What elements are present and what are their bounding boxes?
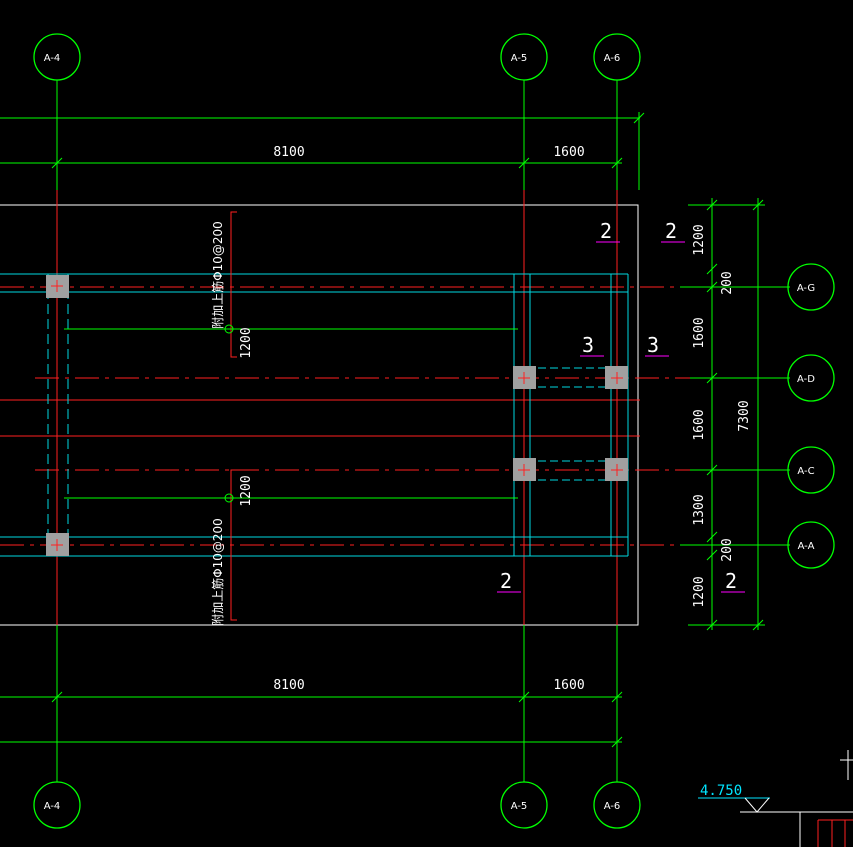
- axis-label-ad: A-D: [797, 374, 815, 385]
- dim-bottom-1600: 1600: [553, 678, 584, 693]
- section-mark: 2: [600, 219, 612, 243]
- horizontal-dimension-texts: 8100 1600 8100 1600: [273, 145, 584, 693]
- axis-lines-vertical: [56, 80, 618, 782]
- axis-label-top-a4: A-4: [44, 53, 61, 64]
- axis-label-bottom-a5: A-5: [511, 801, 528, 812]
- beams: [0, 273, 629, 557]
- axis-bubble: [787, 263, 835, 311]
- axis-label-aa: A-A: [798, 541, 815, 552]
- column: [605, 458, 628, 481]
- rebar-notes: 附加上筋Φ10@200 附加上筋Φ10@200: [210, 221, 225, 626]
- dim-bottom-8100: 8100: [273, 678, 304, 693]
- bottom-dimensions: [0, 691, 623, 748]
- level-value: 4.750: [700, 783, 742, 799]
- axis-bubble: [787, 354, 835, 402]
- axis-bubble: [500, 33, 548, 81]
- rebar-note-bottom: 附加上筋Φ10@200: [210, 518, 225, 626]
- dim-right-1600-a: 1600: [692, 317, 707, 348]
- axis-bubble: [593, 781, 641, 829]
- axis-label-top-a6: A-6: [604, 53, 621, 64]
- axis-bubble: [787, 521, 835, 569]
- top-dimensions: [0, 112, 645, 190]
- columns: [46, 275, 628, 556]
- section-mark: 3: [582, 333, 594, 357]
- dim-right-1600-b: 1600: [692, 409, 707, 440]
- axis-label-bottom-a4: A-4: [44, 801, 61, 812]
- column: [605, 366, 628, 389]
- section-underlines: [497, 241, 745, 593]
- slab-outline: [0, 204, 639, 626]
- column: [46, 275, 69, 298]
- axis-bubble: [593, 33, 641, 81]
- section-mark: 3: [647, 333, 659, 357]
- dim-right-1300: 1300: [692, 494, 707, 525]
- axis-lines-horizontal: [0, 286, 790, 546]
- axis-bubble: [500, 781, 548, 829]
- vertical-dimension-texts: 1200 200 1600 1600 1300 200 1200 7300 12…: [239, 224, 752, 607]
- axis-label-bottom-a6: A-6: [604, 801, 621, 812]
- dim-right-1200-bottom: 1200: [692, 576, 707, 607]
- axis-labels: A-4 A-5 A-6 A-4 A-5 A-6 A-G A-D A-C A-A: [44, 53, 816, 812]
- column: [513, 366, 536, 389]
- right-dimensions: [688, 198, 765, 631]
- dim-top-1600: 1600: [553, 145, 584, 160]
- column: [513, 458, 536, 481]
- dim-right-200-top: 200: [720, 271, 735, 294]
- column: [46, 533, 69, 556]
- rebar-note-top: 附加上筋Φ10@200: [210, 221, 225, 329]
- dim-right-total-7300: 7300: [737, 400, 752, 431]
- level-marker: [698, 750, 853, 847]
- dim-right-1200-top: 1200: [692, 224, 707, 255]
- axis-bubble: [33, 33, 81, 81]
- dim-inner-1200-top: 1200: [239, 327, 254, 358]
- axis-bubble: [787, 446, 835, 494]
- rebar-leaders: [230, 211, 237, 621]
- section-mark: 2: [725, 569, 737, 593]
- axis-bubbles: [33, 33, 835, 829]
- section-mark: 2: [500, 569, 512, 593]
- dim-right-200-bottom: 200: [720, 538, 735, 561]
- axis-label-ag: A-G: [797, 283, 815, 294]
- axis-bubble: [33, 781, 81, 829]
- dim-top-8100: 8100: [273, 145, 304, 160]
- inner-dimensions: [64, 324, 518, 503]
- section-marks: 2 2 3 3 2 2: [500, 219, 737, 593]
- dim-inner-1200-bottom: 1200: [239, 475, 254, 506]
- section-mark: 2: [665, 219, 677, 243]
- axis-label-top-a5: A-5: [511, 53, 528, 64]
- axis-label-ac: A-C: [797, 466, 814, 477]
